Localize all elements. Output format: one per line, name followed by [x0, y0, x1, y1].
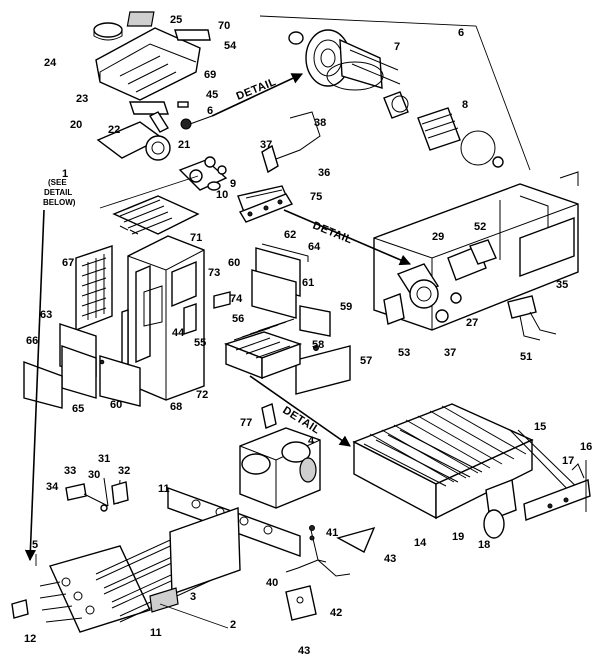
- part-label-24: 24: [44, 57, 57, 69]
- part-label-36: 36: [318, 167, 330, 179]
- detail-arrows: [24, 15, 531, 629]
- gas-manifold: [239, 403, 321, 509]
- part-label-25: 25: [170, 14, 182, 26]
- part-label-3: 3: [190, 591, 196, 603]
- part-label-21: 21: [178, 139, 190, 151]
- see-detail-note-line2: DETAIL: [44, 188, 72, 197]
- part-label-74: 74: [230, 293, 243, 305]
- part-label-33: 33: [64, 465, 76, 477]
- control-board: [238, 193, 294, 223]
- part-label-56: 56: [232, 313, 244, 325]
- part-label-71: 71: [190, 232, 202, 244]
- part-label-59: 59: [340, 301, 352, 313]
- part-label-65: 65: [72, 403, 84, 415]
- part-label-60b: 60: [110, 399, 122, 411]
- part-label-6b: 6: [458, 27, 464, 39]
- part-label-7: 7: [394, 41, 400, 53]
- part-label-31: 31: [98, 453, 110, 465]
- igniter-assembly: [178, 156, 289, 213]
- part-label-52: 52: [474, 221, 486, 233]
- part-label-73: 73: [208, 267, 220, 279]
- wiring-harness: [285, 525, 376, 621]
- part-label-37a: 37: [260, 139, 272, 151]
- part-label-55: 55: [194, 337, 206, 349]
- part-label-34: 34: [46, 481, 59, 493]
- part-label-44: 44: [172, 327, 185, 339]
- part-label-51: 51: [520, 351, 532, 363]
- part-label-75: 75: [310, 191, 322, 203]
- part-number-labels: 25 70 54 24 69 23 45 6 20 22 21 6 7 8 38…: [24, 14, 592, 657]
- part-label-2: 2: [230, 619, 236, 631]
- part-label-77: 77: [240, 417, 252, 429]
- part-label-37b: 37: [444, 347, 456, 359]
- part-label-1: 1: [62, 168, 68, 180]
- part-label-67: 67: [62, 257, 74, 269]
- part-label-45: 45: [206, 89, 218, 101]
- part-label-5: 5: [32, 539, 38, 551]
- panel-set: [213, 243, 351, 395]
- part-label-6a: 6: [207, 105, 213, 117]
- part-label-43a: 43: [384, 553, 396, 565]
- part-label-11b: 11: [150, 627, 162, 639]
- detail-callout-header: DETAIL: [235, 76, 278, 103]
- part-label-35: 35: [556, 279, 568, 291]
- sensor-bracket: [261, 111, 321, 174]
- part-label-27: 27: [466, 317, 478, 329]
- header-assembly: [288, 29, 504, 168]
- blower-assembly: [96, 101, 213, 161]
- part-label-69: 69: [204, 69, 216, 81]
- part-label-32: 32: [118, 465, 130, 477]
- see-detail-note-line1: (SEE: [48, 178, 67, 187]
- part-label-18: 18: [478, 539, 490, 551]
- part-label-30: 30: [88, 469, 100, 481]
- part-label-11a: 11: [158, 483, 170, 495]
- pilot-assembly: [11, 477, 129, 619]
- part-label-10: 10: [216, 189, 228, 201]
- part-label-20: 20: [70, 119, 82, 131]
- see-detail-note-line3: BELOW): [43, 198, 76, 207]
- part-label-70: 70: [218, 20, 230, 32]
- part-label-23: 23: [76, 93, 88, 105]
- part-label-41: 41: [326, 527, 338, 539]
- burner-tray: [112, 195, 200, 235]
- part-label-17: 17: [562, 455, 574, 467]
- part-label-58: 58: [312, 339, 324, 351]
- part-label-9: 9: [230, 178, 236, 190]
- part-label-66: 66: [26, 335, 38, 347]
- part-label-53: 53: [398, 347, 410, 359]
- part-label-42: 42: [330, 607, 342, 619]
- part-label-64: 64: [308, 241, 321, 253]
- part-label-4: 4: [308, 435, 315, 447]
- part-label-43b: 43: [298, 645, 310, 657]
- part-label-54: 54: [224, 40, 237, 52]
- part-label-72: 72: [196, 389, 208, 401]
- part-label-29: 29: [432, 231, 444, 243]
- burner-tubes: [39, 507, 241, 633]
- top-cover-assembly: [93, 11, 211, 101]
- part-label-12: 12: [24, 633, 36, 645]
- part-label-22: 22: [108, 124, 120, 136]
- part-label-38: 38: [314, 117, 326, 129]
- part-label-14: 14: [414, 537, 427, 549]
- part-label-61: 61: [302, 277, 314, 289]
- part-label-62: 62: [284, 229, 296, 241]
- part-label-8: 8: [462, 99, 468, 111]
- part-label-60a: 60: [228, 257, 240, 269]
- heat-exchanger: [352, 403, 591, 539]
- part-label-40: 40: [266, 577, 278, 589]
- part-label-19: 19: [452, 531, 464, 543]
- part-label-16: 16: [580, 441, 592, 453]
- part-label-68: 68: [170, 401, 182, 413]
- part-label-63: 63: [40, 309, 52, 321]
- part-label-57: 57: [360, 355, 372, 367]
- cabinet-assembly: [23, 235, 205, 409]
- control-panel-frame: [373, 171, 579, 341]
- part-label-15: 15: [534, 421, 546, 433]
